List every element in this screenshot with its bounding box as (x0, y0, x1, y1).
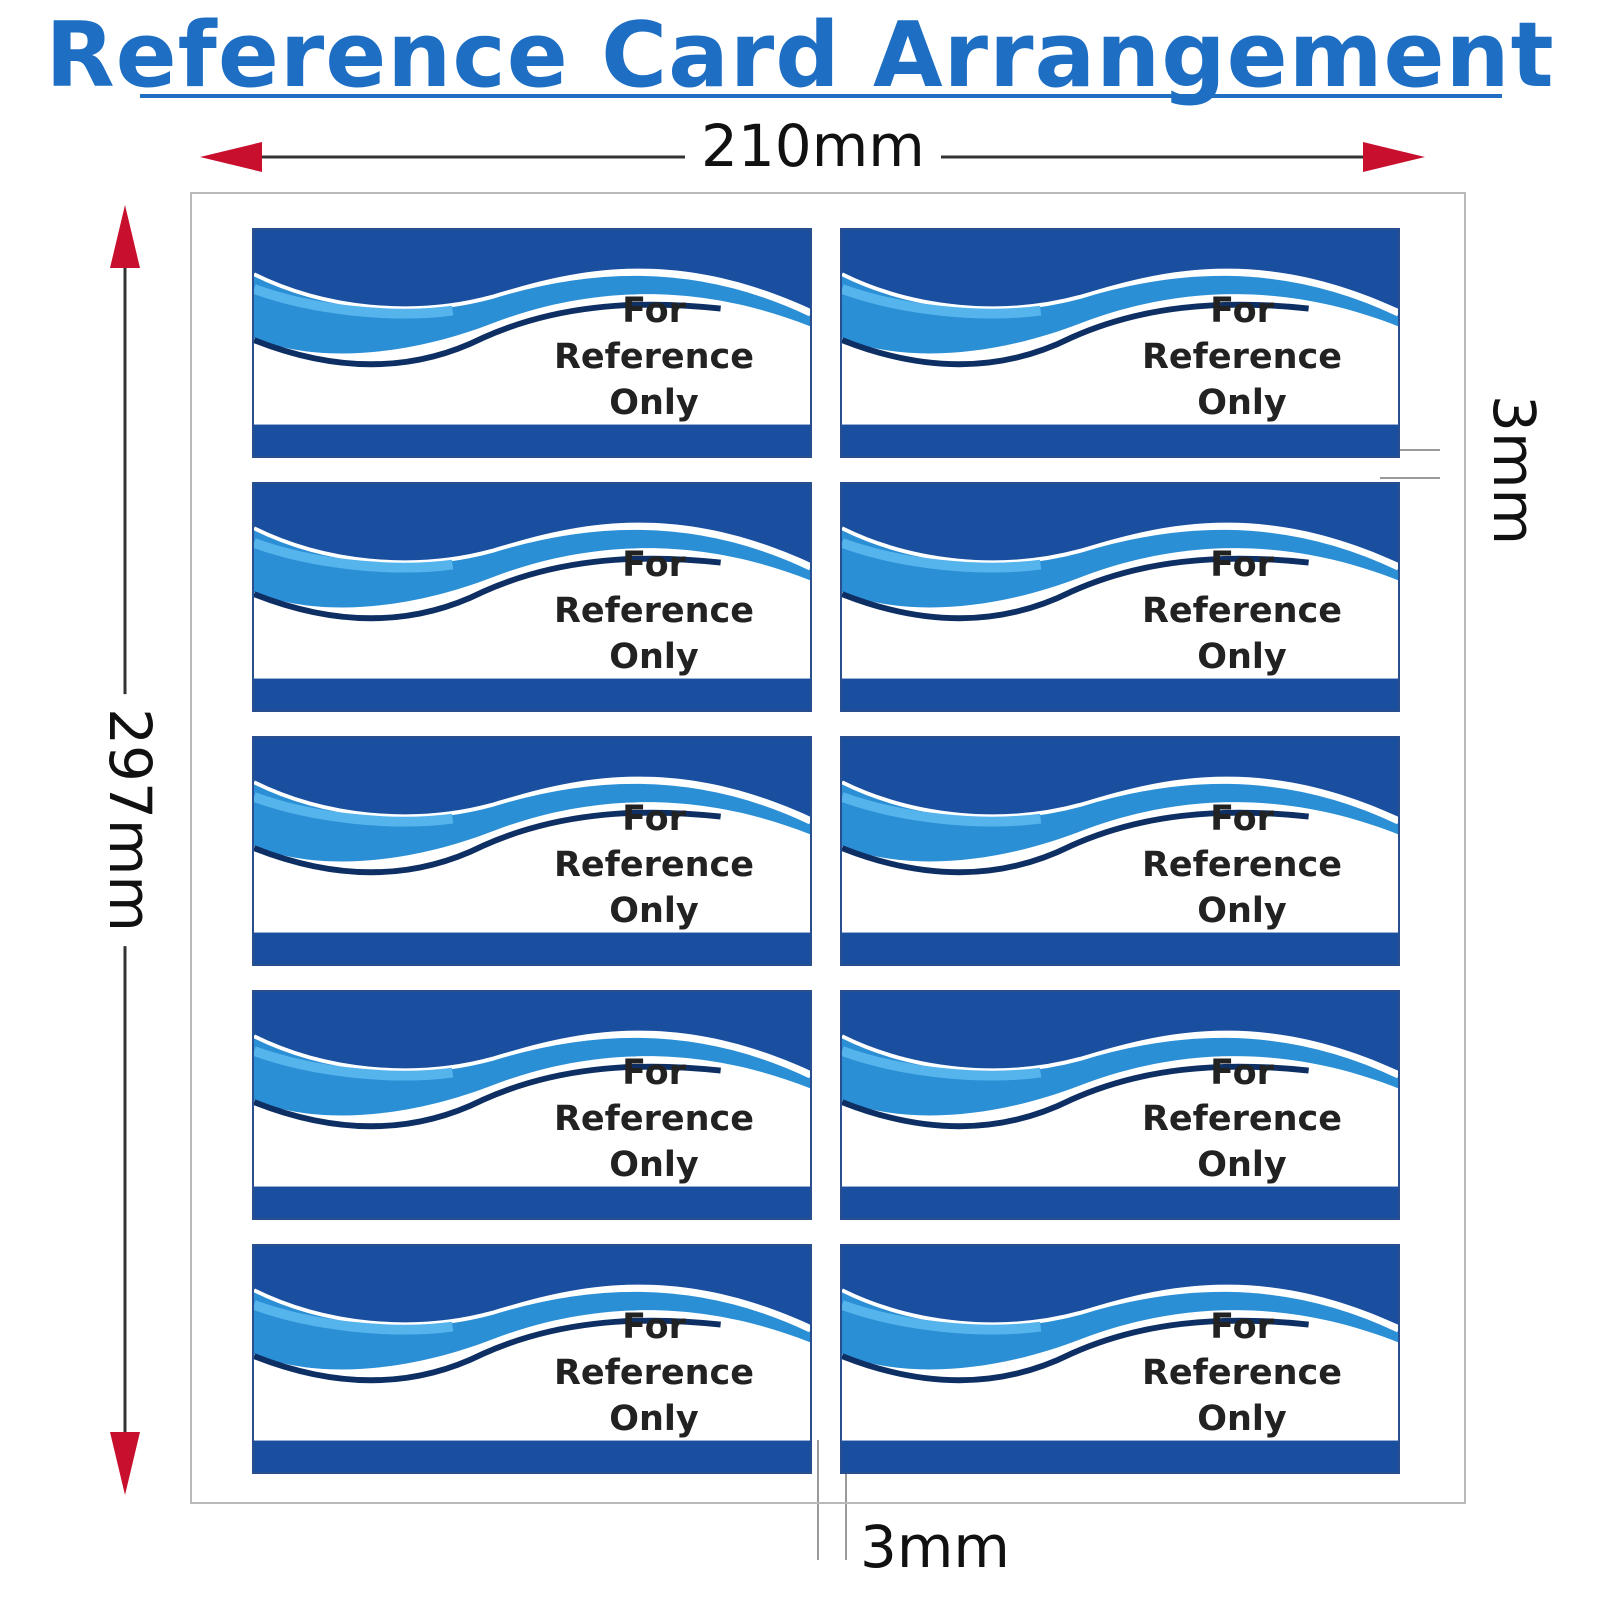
card-text-line: Only (609, 1145, 699, 1185)
card-text-line: Only (1197, 637, 1287, 677)
card-text-line: Reference (1141, 337, 1343, 377)
card-text-line: For (1210, 291, 1274, 331)
card-wave-graphic (842, 992, 1398, 1218)
card-wave-graphic (842, 484, 1398, 710)
paper-sheet (190, 192, 1466, 1504)
card-text-line: Only (609, 1399, 699, 1439)
card-text-line: Only (609, 383, 699, 423)
card-text-line: Reference (553, 1353, 755, 1393)
width-dimension-label: 210mm (685, 112, 941, 180)
page-title: Reference Card Arrangement (45, 3, 1555, 108)
card-wave-graphic (842, 738, 1398, 964)
card-text-line: For (1210, 1307, 1274, 1347)
card-wave-graphic (842, 1246, 1398, 1472)
height-arrow-top-head (110, 205, 140, 268)
title-underline (140, 94, 1502, 98)
card-text-line: Only (1197, 1399, 1287, 1439)
card-text-line: Reference (1141, 845, 1343, 885)
card-text-line: Reference (553, 591, 755, 631)
card-text-line: Reference (553, 337, 755, 377)
card-text-line: For (1210, 1053, 1274, 1093)
height-dimension-label: 297mm (96, 694, 164, 946)
width-arrow-left-head (200, 142, 262, 172)
card-text-line: Reference (1141, 1353, 1343, 1393)
card-text-line: For (622, 291, 686, 331)
card-text-line: For (622, 799, 686, 839)
card-text-line: Reference (553, 1099, 755, 1139)
card-text-line: Only (1197, 1145, 1287, 1185)
card-text-line: For (622, 1307, 686, 1347)
card-text-line: For (622, 1053, 686, 1093)
card-text-line: Only (609, 891, 699, 931)
card-text-line: For (1210, 799, 1274, 839)
card-wave-graphic (254, 992, 810, 1218)
card-text-line: For (1210, 545, 1274, 585)
card-text-line: Reference (553, 845, 755, 885)
card-wave-graphic (254, 738, 810, 964)
vertical-gap-label: 3mm (1480, 395, 1548, 545)
card-text-line: Only (609, 637, 699, 677)
height-arrow-bottom-head (110, 1432, 140, 1495)
card-wave-graphic (254, 230, 810, 456)
card-text-line: Only (1197, 383, 1287, 423)
width-arrow-right-head (1363, 142, 1425, 172)
card-text-line: For (622, 545, 686, 585)
card-text-line: Only (1197, 891, 1287, 931)
card-wave-graphic (842, 230, 1398, 456)
card-text-line: Reference (1141, 591, 1343, 631)
card-wave-graphic (254, 1246, 810, 1472)
horizontal-gap-label: 3mm (860, 1513, 1010, 1581)
card-text-line: Reference (1141, 1099, 1343, 1139)
card-wave-graphic (254, 484, 810, 710)
